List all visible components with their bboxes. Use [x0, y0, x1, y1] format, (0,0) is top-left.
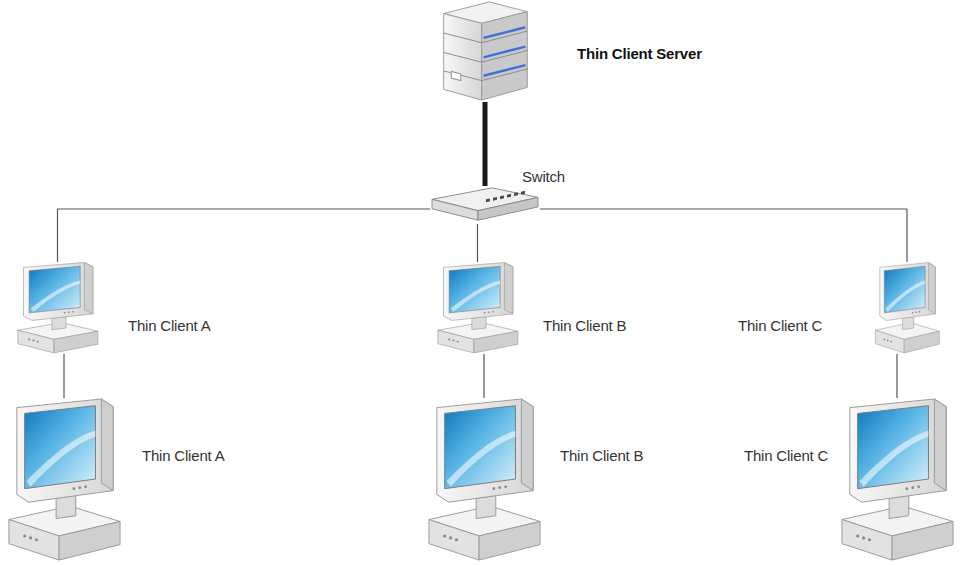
- thin-client-monitor: Thin Client B: [435, 262, 520, 354]
- monitor-picture: [425, 398, 543, 562]
- node-label: Switch: [522, 168, 565, 186]
- network-cable: [540, 209, 907, 262]
- network-cable: [63, 354, 64, 398]
- node-label: Thin Client B: [560, 447, 643, 465]
- network-cable: [896, 354, 897, 398]
- uplink-cable: [483, 102, 488, 186]
- monitor-picture: [5, 398, 123, 562]
- thin-client-monitor: Thin Client C: [873, 262, 941, 354]
- node-label: Thin Client A: [142, 447, 224, 465]
- network-cable: [58, 209, 431, 262]
- switch-picture: [430, 186, 540, 224]
- network-cable: [477, 224, 478, 262]
- node-label: Thin Client B: [543, 317, 626, 335]
- network-cable: [483, 354, 484, 398]
- node-label: Thin Client C: [744, 447, 828, 465]
- monitor-picture: [838, 398, 956, 562]
- monitor-picture: [873, 262, 941, 354]
- node-label: Thin Client C: [738, 317, 822, 335]
- thin-client-monitor: Thin Client A: [5, 398, 123, 562]
- monitor-picture: [435, 262, 520, 354]
- server-picture: [438, 0, 533, 102]
- node-label: Thin Client A: [128, 317, 210, 335]
- node-label: Thin Client Server: [577, 45, 702, 63]
- server-icon: Thin Client Server: [438, 0, 533, 102]
- switch-icon: Switch: [430, 186, 540, 224]
- thin-client-monitor: Thin Client C: [838, 398, 956, 562]
- monitor-picture: [15, 262, 100, 354]
- thin-client-monitor: Thin Client A: [15, 262, 100, 354]
- thin-client-monitor: Thin Client B: [425, 398, 543, 562]
